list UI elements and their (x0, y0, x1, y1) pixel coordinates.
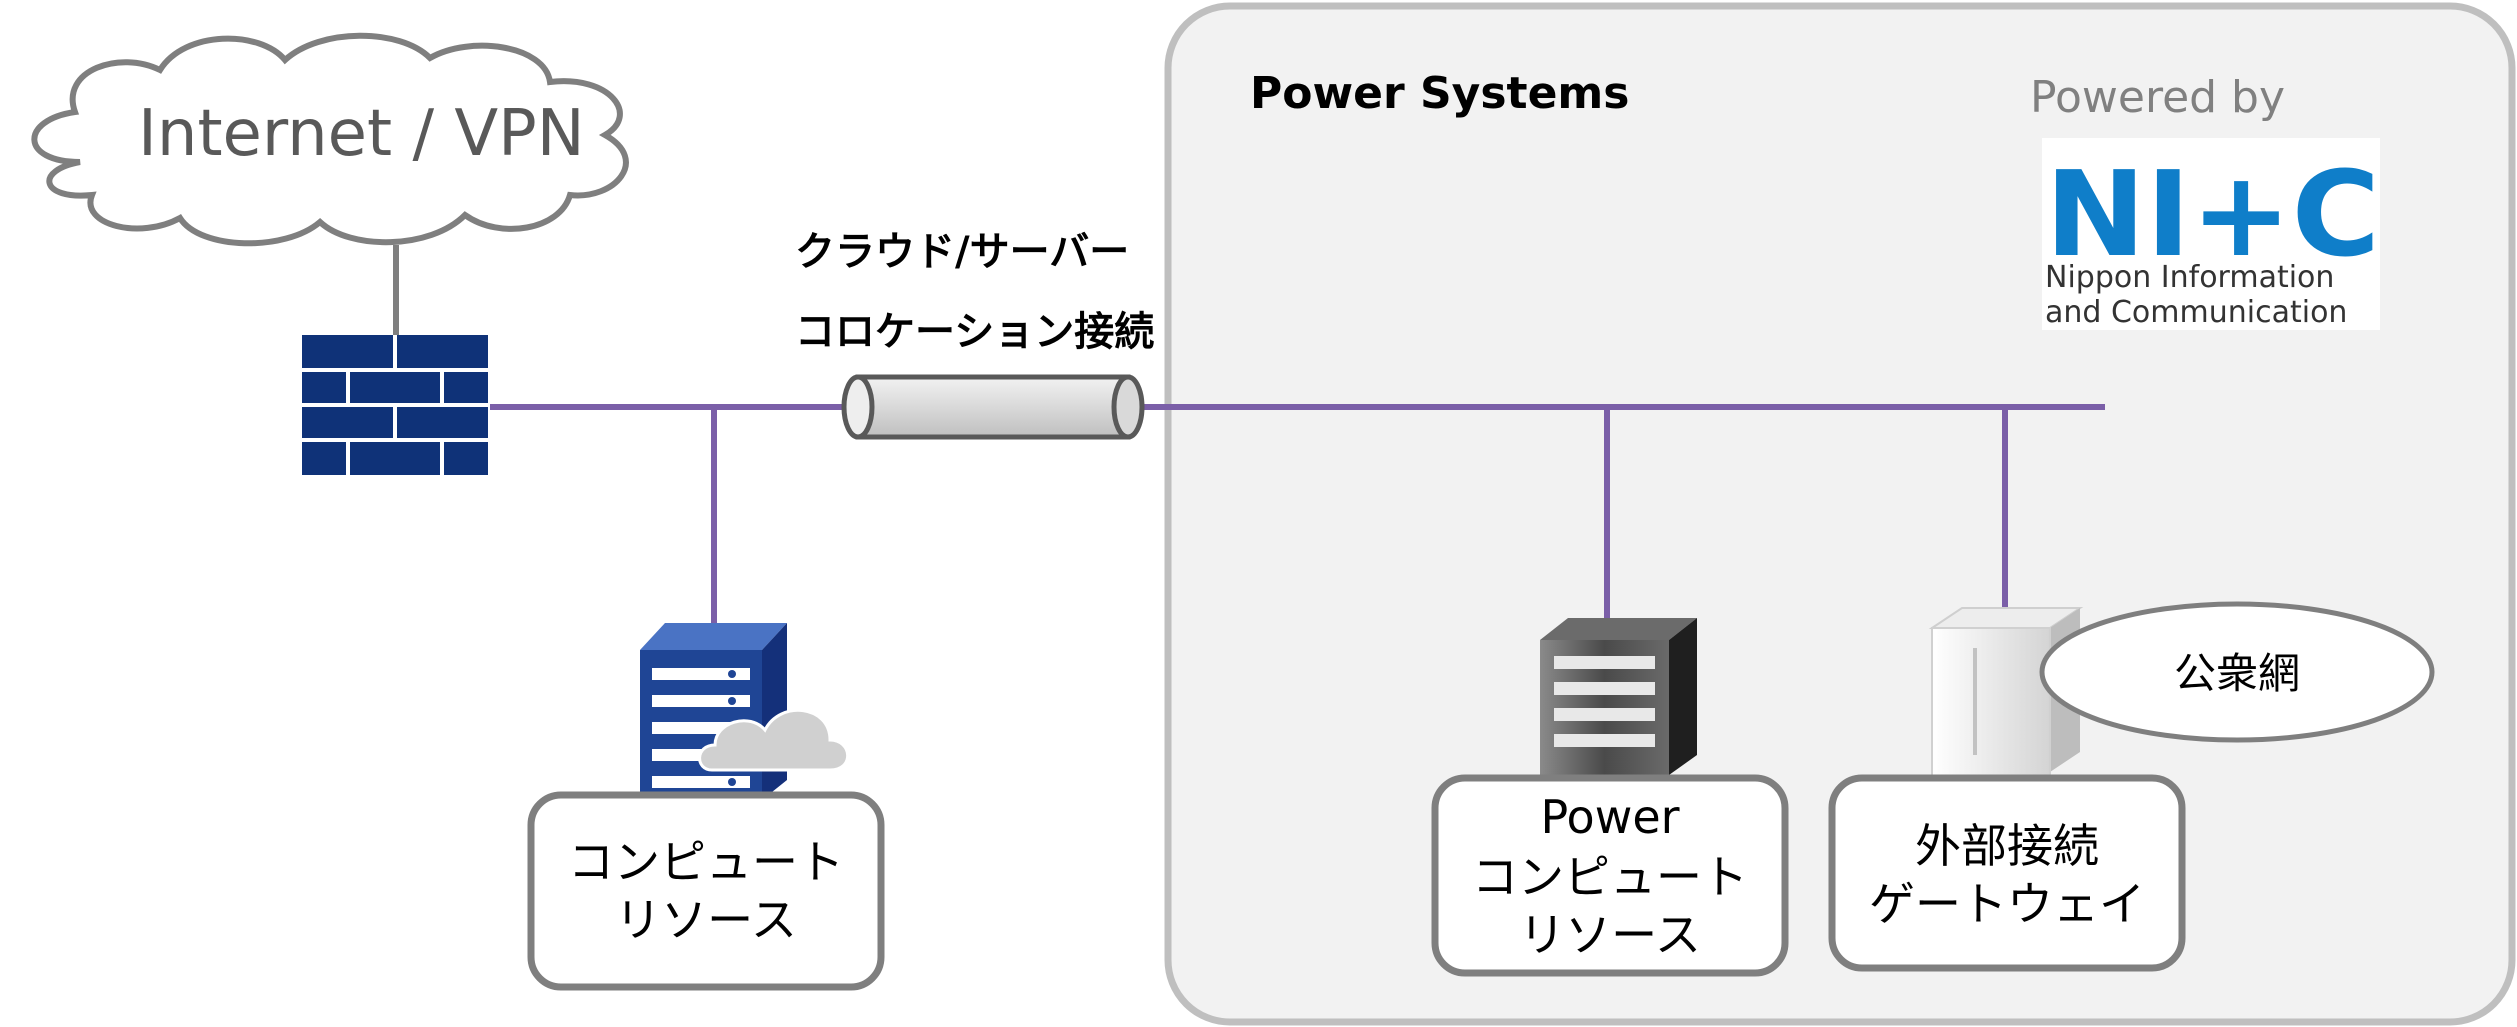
cloud-icon: Internet / VPN (31, 32, 629, 247)
logo-mark: NI+C (2045, 145, 2380, 283)
blue-server-icon (640, 623, 787, 800)
public-network-bubble: 公衆網 (2039, 601, 2435, 743)
gateway-box: 外部接続 ゲートウェイ (1828, 774, 2186, 972)
nic-logo: NI+C Nippon Information and Communicatio… (2042, 138, 2380, 330)
power-compute-label-line2: コンピュート (1472, 850, 1748, 904)
power-compute-resource-box: Power コンピュート リソース (1431, 774, 1789, 977)
compute-label-line2: リソース (615, 893, 797, 947)
firewall-icon (302, 335, 488, 475)
gateway-label-line2: ゲートウェイ (1869, 877, 2145, 931)
tunnel-icon (841, 374, 1145, 440)
colocation-label-line2: コロケーション接続 (795, 309, 1154, 355)
power-compute-label-line1: Power (1540, 790, 1679, 844)
compute-resource-box: コンピュート リソース (527, 791, 885, 991)
logo-line2: and Communication (2045, 295, 2347, 330)
dark-server-icon (1540, 618, 1697, 780)
public-network-label: 公衆網 (2174, 649, 2300, 698)
network-links (490, 404, 2105, 630)
small-cloud-icon (698, 708, 850, 772)
logo-line1: Nippon Information (2045, 260, 2334, 295)
power-compute-label-line3: リソース (1519, 908, 1701, 962)
cloud-label: Internet / VPN (138, 97, 585, 171)
gateway-label-line1: 外部接続 (1915, 819, 2099, 873)
powered-by-label: Powered by (2030, 72, 2285, 123)
power-systems-title: Power Systems (1250, 68, 1629, 119)
compute-label-line1: コンピュート (568, 835, 844, 889)
colocation-label-line1: クラウド/サーバー (795, 229, 1129, 275)
